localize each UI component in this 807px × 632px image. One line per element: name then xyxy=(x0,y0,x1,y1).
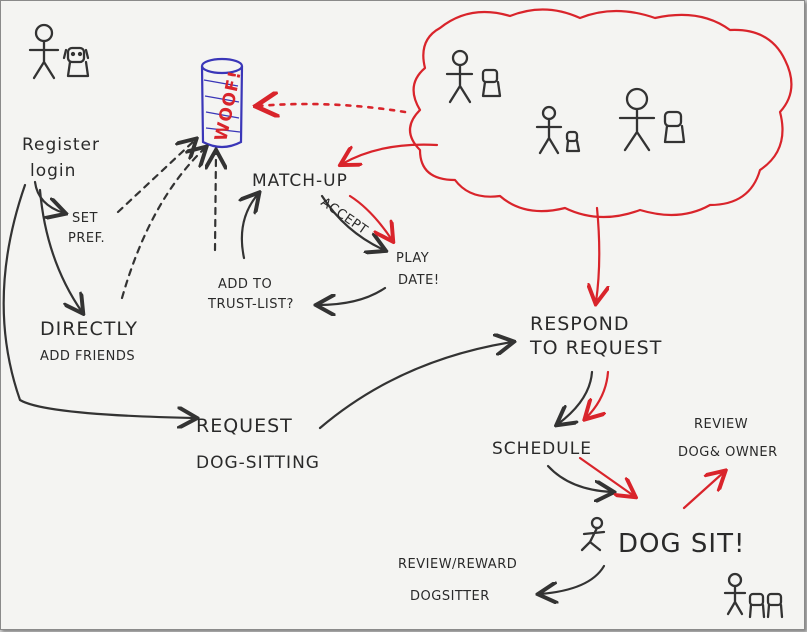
directly-label: DIRECTLY xyxy=(40,318,138,340)
match-up-label: MATCH-UP xyxy=(252,171,348,191)
dogsit-to-review-sitter-arrow xyxy=(540,564,606,594)
matchup-to-playdate-red-arrow xyxy=(348,194,392,240)
cloud-to-matchup-arrow xyxy=(342,143,439,164)
login-to-request-arrow xyxy=(2,183,195,418)
dog-icon xyxy=(766,592,784,619)
stick-figure-icon xyxy=(618,87,656,152)
respond-to-schedule-red-arrow xyxy=(586,370,610,418)
matchup-to-playdate-arrow xyxy=(320,194,384,250)
pref-to-db-arrow xyxy=(116,140,195,214)
register-label: Register xyxy=(22,135,100,155)
stick-figure-icon xyxy=(535,105,563,155)
login-label: login xyxy=(30,161,76,181)
schedule-to-dogsit-red-arrow xyxy=(578,456,634,496)
respond-label: RESPOND xyxy=(530,313,630,335)
dog-icon xyxy=(748,592,766,619)
schedule-to-dogsit-arrow xyxy=(546,464,612,492)
dog-sitting-label: DOG-SITTING xyxy=(196,453,320,473)
add-to-label: ADD TO xyxy=(218,277,272,292)
dog-icon xyxy=(62,46,90,78)
dog-owner-label: DOG& OWNER xyxy=(678,445,778,460)
dog-icon xyxy=(663,110,686,144)
request-label: REQUEST xyxy=(196,415,293,437)
stick-figure-icon xyxy=(28,23,60,80)
add-friends-label: ADD FRIENDS xyxy=(40,349,135,364)
cloud-to-respond-arrow xyxy=(596,206,599,302)
login-to-pref-arrow xyxy=(33,180,64,213)
database-cylinder-icon xyxy=(200,57,244,149)
dogsitter-label: DOGSITTER xyxy=(410,589,490,604)
cloud-to-database-arrow xyxy=(258,104,407,112)
dog-icon xyxy=(481,68,502,98)
accept-label: ACCEPT xyxy=(318,195,371,238)
review-reward-label: REVIEW/REWARD xyxy=(398,557,517,572)
set-pref-label: SET xyxy=(72,211,98,226)
dog-icon xyxy=(565,130,581,153)
request-to-respond-arrow xyxy=(318,342,512,430)
date-label: DATE! xyxy=(398,273,440,288)
review-label: REVIEW xyxy=(694,417,748,432)
login-to-friends-arrow xyxy=(38,188,82,312)
community-cloud-icon xyxy=(408,8,793,219)
play-label: PLAY xyxy=(396,251,429,266)
playdate-to-trust-arrow xyxy=(318,286,387,305)
to-request-label: TO REQUEST xyxy=(529,337,662,359)
dog-sitter-icon xyxy=(580,516,606,552)
trust-to-matchup-arrow xyxy=(242,194,258,260)
stick-figure-icon xyxy=(723,572,747,616)
trust-list-label: TRUST-LIST? xyxy=(207,297,294,312)
dog-sit-label: DOG SIT! xyxy=(618,529,745,559)
dogsit-to-review-owner-arrow xyxy=(682,472,724,510)
trust-to-db-arrow xyxy=(215,152,216,252)
schedule-label: SCHEDULE xyxy=(492,439,592,459)
stick-figure-icon xyxy=(445,49,474,104)
friends-to-db-arrow xyxy=(120,148,205,300)
set-pref-label-2: PREF. xyxy=(68,231,105,246)
